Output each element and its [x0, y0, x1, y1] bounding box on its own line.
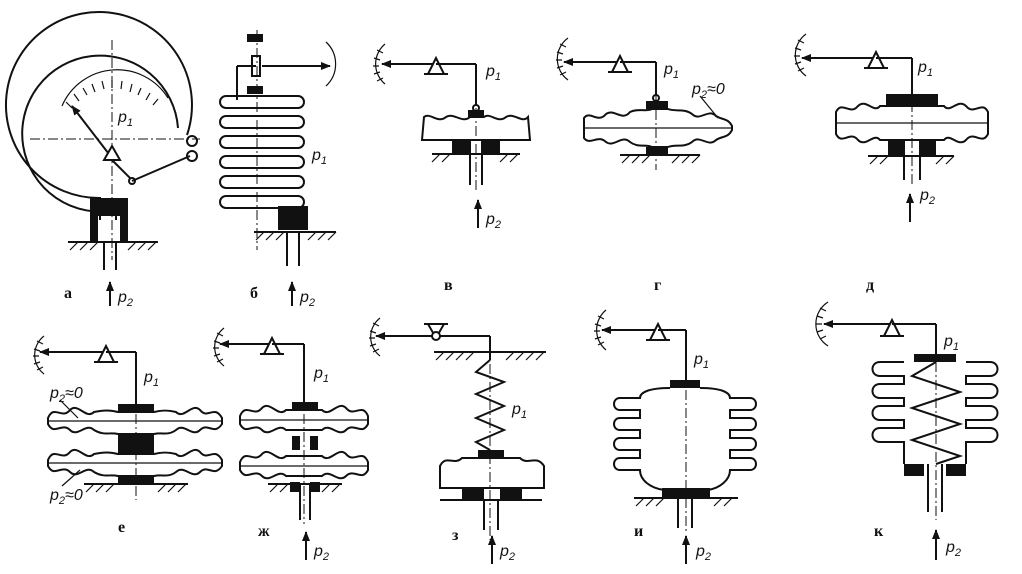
panel-d-caption: д	[866, 277, 874, 294]
panel-v-label-p2: p2	[485, 211, 501, 231]
panel-e: е p1 p2≈0 p2≈0	[33, 335, 223, 536]
panel-a-label-p1: p1	[117, 109, 133, 129]
panel-v-label-p1: p1	[485, 63, 501, 83]
panel-a: а p1 p2	[5, 11, 200, 309]
panel-e-label-p2-top: p2≈0	[49, 385, 83, 405]
panel-k-label-p1: p1	[943, 333, 959, 353]
panel-zh: ж p1 p2	[213, 327, 369, 563]
panel-g-label-p2: p2≈0	[691, 81, 725, 101]
panel-i-label-p2: p2	[695, 543, 711, 563]
panel-b-caption: б	[250, 285, 258, 302]
panel-z-label-p1: p1	[511, 401, 527, 421]
panel-i: и p1 p2	[594, 309, 757, 564]
panel-b: б p1 p2	[219, 30, 337, 309]
panel-zh-label-p1: p1	[313, 365, 329, 385]
panel-v-caption: в	[444, 277, 453, 294]
panel-e-label-p2-bottom: p2≈0	[49, 487, 83, 507]
panel-g: г p1 p2≈0	[556, 37, 733, 294]
panel-z-label-p2: p2	[499, 543, 515, 563]
panel-d-label-p2: p2	[919, 187, 935, 207]
panel-k-caption: к	[874, 523, 884, 540]
panel-a-label-p2: p2	[117, 289, 133, 309]
panel-v: в p1 p2	[373, 43, 532, 294]
panel-d-label-p1: p1	[917, 59, 933, 79]
panel-d: д p1 p2	[794, 33, 989, 294]
panel-b-label-p2: p2	[299, 289, 315, 309]
panel-k-label-p2: p2	[945, 539, 961, 559]
panel-i-caption: и	[634, 523, 643, 540]
panel-e-label-p1: p1	[143, 369, 159, 389]
panel-k: к p1 p2	[815, 301, 999, 560]
panel-b-label-p1: p1	[311, 147, 327, 167]
panel-a-caption: а	[64, 285, 72, 302]
panel-g-caption: г	[654, 277, 661, 294]
panel-zh-caption: ж	[258, 523, 270, 540]
panel-e-caption: е	[118, 519, 125, 536]
panel-zh-label-p2: p2	[313, 543, 329, 563]
panel-g-label-p1: p1	[663, 61, 679, 81]
panel-z: з p1 p2	[369, 317, 546, 564]
panel-i-label-p1: p1	[693, 351, 709, 371]
panel-z-caption: з	[452, 527, 459, 544]
